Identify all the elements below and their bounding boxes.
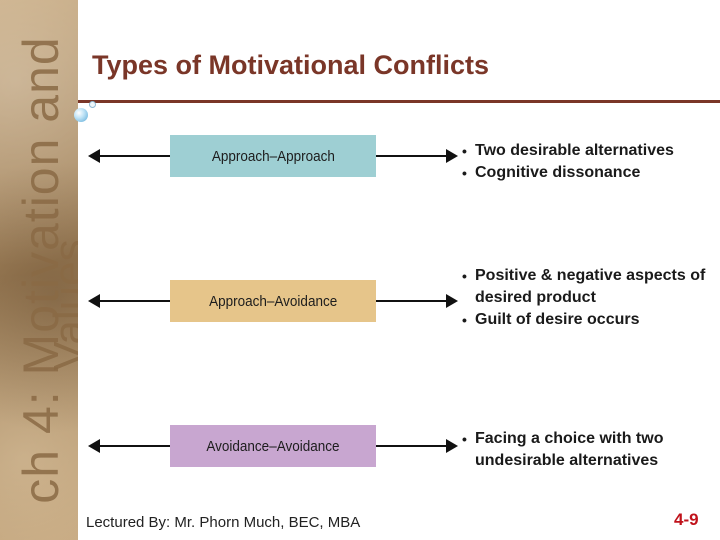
lecturer-credit: Lectured By: Mr. Phorn Much, BEC, MBA bbox=[86, 514, 361, 531]
bullet-item: Guilt of desire occurs bbox=[462, 309, 720, 331]
bullet-item: Cognitive dissonance bbox=[462, 162, 720, 184]
bubble-decoration-icon bbox=[74, 108, 88, 122]
conflict-label: Avoidance–Avoidance bbox=[206, 437, 340, 455]
right-arrow bbox=[376, 439, 458, 453]
approach-avoidance-bullets: Positive & negative aspects of desired p… bbox=[462, 265, 720, 331]
sidebar-chapter-text-2: Values bbox=[45, 239, 78, 371]
conflict-label: Approach–Approach bbox=[211, 147, 335, 165]
right-arrow bbox=[376, 149, 458, 163]
left-arrow bbox=[88, 439, 170, 453]
right-arrow bbox=[376, 294, 458, 308]
decorative-sidebar: ch 4: Motivation and Values bbox=[0, 0, 78, 540]
left-arrow bbox=[88, 294, 170, 308]
avoidance-avoidance-box: Avoidance–Avoidance bbox=[170, 425, 376, 467]
small-bubble-decoration-icon bbox=[89, 101, 96, 108]
page-number: 4-9 bbox=[674, 510, 699, 529]
approach-avoidance-box: Approach–Avoidance bbox=[170, 280, 376, 322]
title-divider bbox=[78, 100, 720, 103]
bullet-item: Two desirable alternatives bbox=[462, 140, 720, 162]
left-arrow bbox=[88, 149, 170, 163]
bullet-item: Positive & negative aspects of desired p… bbox=[462, 265, 720, 309]
conflict-label: Approach–Avoidance bbox=[208, 292, 338, 310]
avoidance-avoidance-bullets: Facing a choice with two undesirable alt… bbox=[462, 428, 720, 472]
bullet-item: Facing a choice with two undesirable alt… bbox=[462, 428, 720, 472]
approach-approach-bullets: Two desirable alternatives Cognitive dis… bbox=[462, 140, 720, 184]
approach-approach-box: Approach–Approach bbox=[170, 135, 376, 177]
slide-title: Types of Motivational Conflicts bbox=[92, 50, 490, 80]
